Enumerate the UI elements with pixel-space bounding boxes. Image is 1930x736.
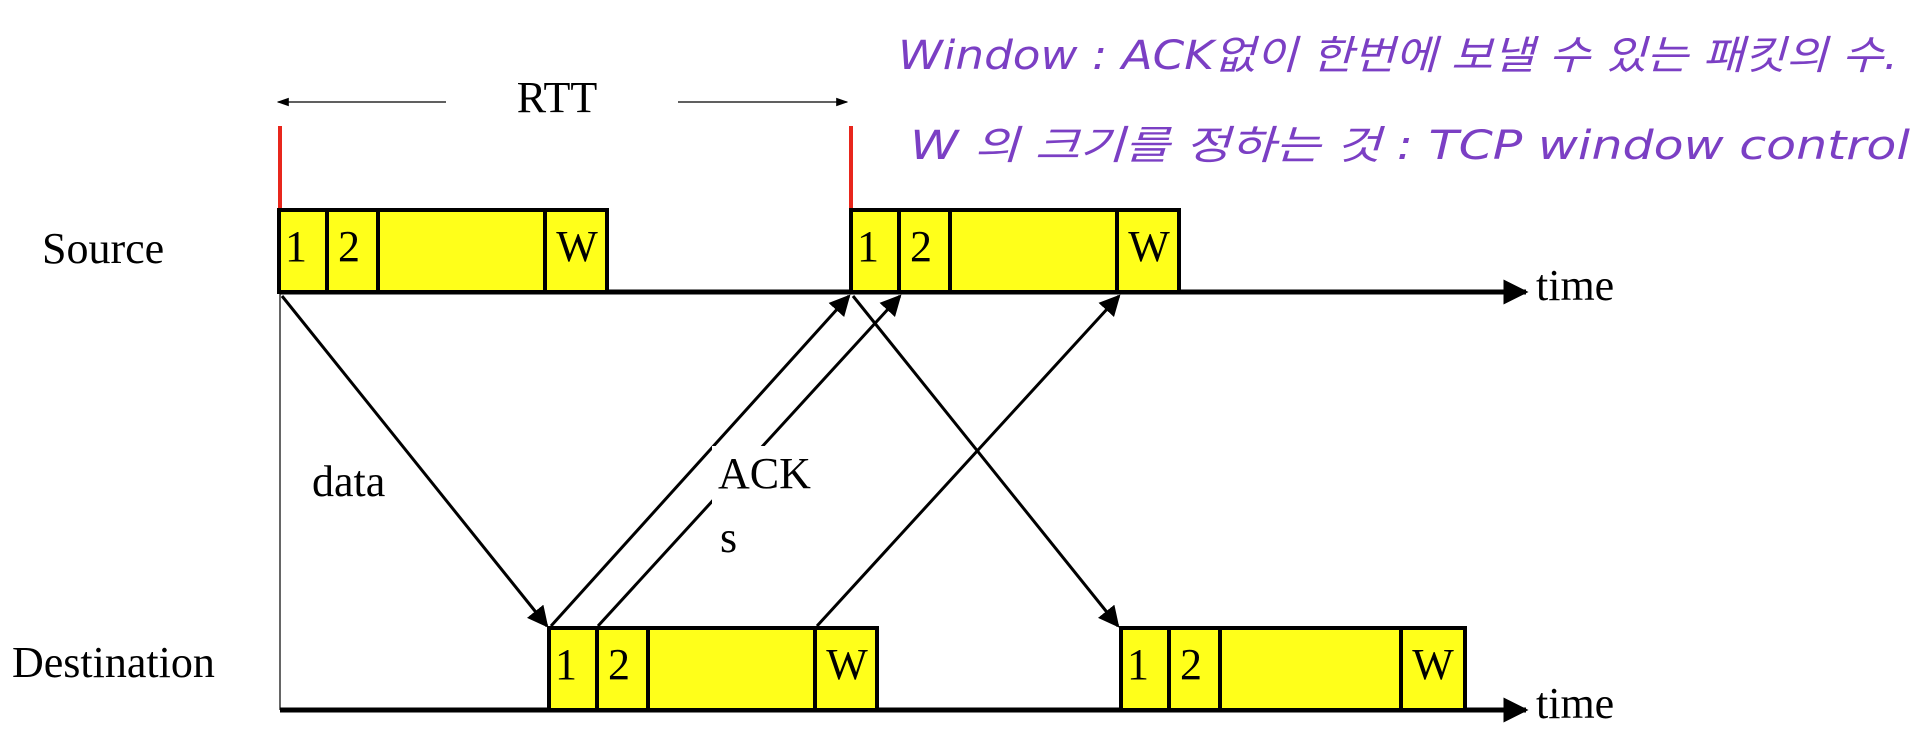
packet-1-label: 1 <box>857 222 879 271</box>
annotation-line-2: W 의 크기를 정하는 것 : TCP window control <box>910 123 1910 169</box>
time-label-destination: time <box>1536 679 1614 728</box>
data-label: data <box>312 457 385 506</box>
window-block <box>1119 626 1467 712</box>
rtt-label: RTT <box>517 73 598 122</box>
ack-label-mask <box>712 446 830 562</box>
source-window-1: 1 2 W <box>277 208 609 294</box>
packet-w-label: W <box>1412 640 1454 689</box>
window-block <box>849 208 1181 294</box>
packet-2-label: 2 <box>338 222 360 271</box>
packet-1-label: 1 <box>285 222 307 271</box>
packet-2-label: 2 <box>608 640 630 689</box>
window-block <box>277 208 609 294</box>
time-label-source: time <box>1536 261 1614 310</box>
window-block <box>547 626 879 712</box>
ack-arrow-w <box>815 294 1121 628</box>
packet-w-label: W <box>1128 222 1170 271</box>
acks-label-line2: s <box>720 513 737 562</box>
data-arrow-1 <box>280 295 549 628</box>
packet-w-label: W <box>826 640 868 689</box>
destination-window-2: 1 2 W <box>1119 626 1467 712</box>
acks-label-line1: ACK <box>718 449 811 498</box>
packet-2-label: 2 <box>910 222 932 271</box>
packet-1-label: 1 <box>1127 640 1149 689</box>
rtt-span: RTT <box>276 73 853 208</box>
source-label: Source <box>42 224 164 273</box>
source-window-2: 1 2 W <box>849 208 1181 294</box>
packet-1-label: 1 <box>555 640 577 689</box>
destination-label: Destination <box>12 638 215 687</box>
packet-2-label: 2 <box>1180 640 1202 689</box>
ack-arrow-1 <box>549 294 851 628</box>
packet-w-label: W <box>556 222 598 271</box>
annotation-line-1: Window : ACK없이 한번에 보낼 수 있는 패킷의 수. <box>898 33 1898 79</box>
data-arrow-2 <box>851 295 1120 628</box>
destination-window-1: 1 2 W <box>547 626 879 712</box>
